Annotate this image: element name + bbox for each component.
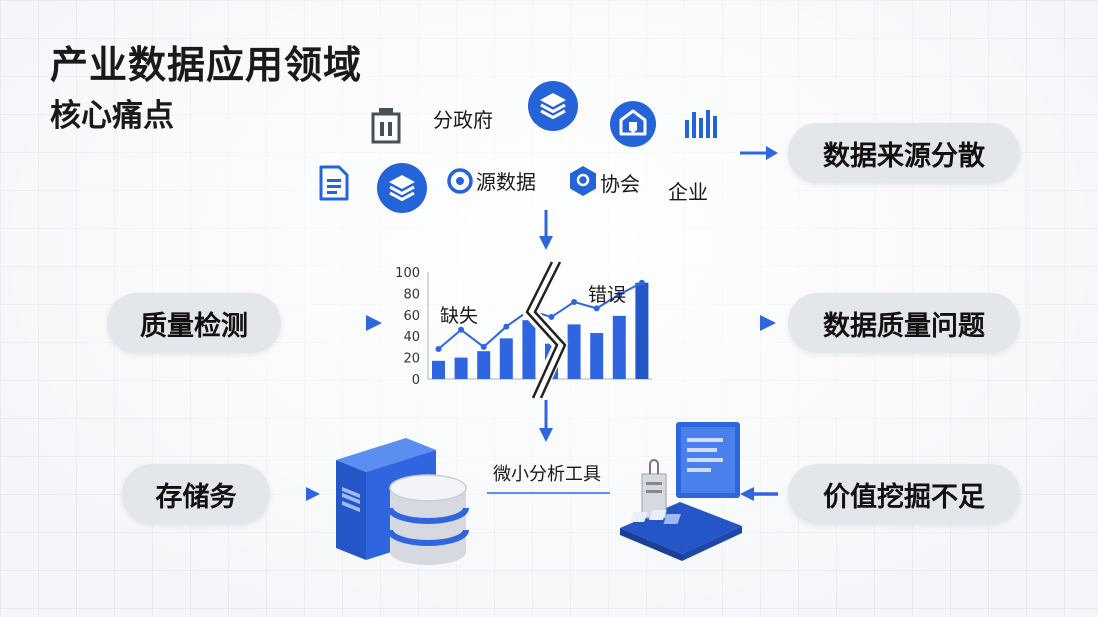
annotation-error: 错误: [588, 284, 626, 306]
pill-quality-check: 质量检测: [107, 293, 281, 353]
pill-data-dispersed: 数据来源分散: [788, 123, 1020, 183]
break-zigzag: [525, 261, 559, 399]
layers-icon: [376, 162, 428, 218]
y-tick-label: 40: [403, 330, 420, 345]
trend-point: [571, 298, 578, 305]
shield-icon: [608, 100, 658, 152]
arrow-chart-down: [539, 400, 553, 442]
trend-point: [480, 343, 487, 350]
trend-point: [458, 326, 465, 333]
arrow-sources-to-dispersed: [740, 146, 778, 160]
pill-storage: 存储务: [122, 464, 270, 524]
target-icon: [447, 168, 473, 198]
trend-point: [616, 291, 623, 298]
trend-point: [593, 305, 600, 312]
monitor-device-icon: [616, 418, 746, 567]
bar-columns-icon: [684, 110, 718, 142]
trend-point: [435, 346, 442, 353]
page-subtitle: 核心痛点: [50, 98, 174, 134]
chart-bar: [432, 360, 445, 379]
trend-point: [503, 323, 510, 330]
trend-point: [638, 279, 645, 286]
label-gov: 分政府: [433, 108, 493, 132]
label-source: 源数据: [476, 170, 536, 194]
y-tick-label: 0: [412, 373, 420, 388]
chart-bar: [635, 282, 649, 379]
break-gap: [521, 258, 569, 401]
label-analysis-tool: 微小分析工具: [493, 464, 601, 485]
y-tick-label: 100: [395, 266, 420, 281]
y-tick-label: 20: [403, 352, 420, 367]
label-enterprise: 企业: [668, 180, 708, 204]
annotation-missing: 缺失: [440, 305, 478, 327]
chart-bar: [612, 315, 626, 379]
page-title: 产业数据应用领域: [50, 43, 363, 87]
arrow-chart-to-quality-issue: [690, 315, 776, 331]
arrow-value-to-device: [740, 487, 778, 501]
trend-point: [548, 313, 555, 320]
chart-bar: [499, 338, 513, 379]
chart-bar: [522, 320, 536, 379]
break-zigzag: [533, 261, 567, 399]
chart-bar: [454, 357, 468, 379]
y-tick-label: 80: [403, 287, 420, 302]
building-icon: [370, 106, 402, 148]
y-tick-label: 60: [403, 309, 420, 324]
pill-data-quality-issue: 数据质量问题: [788, 293, 1020, 353]
chart-bar: [477, 351, 491, 379]
hexagon-icon: [568, 165, 598, 201]
chart-bar: [567, 324, 581, 379]
chart-bar: [590, 332, 604, 379]
arrow-quality-to-chart: [296, 315, 382, 331]
server-database-icon: [330, 420, 480, 574]
label-assoc: 协会: [600, 172, 640, 196]
layers-icon: [527, 80, 579, 136]
document-icon: [318, 165, 350, 205]
arrow-storage-to-server: [283, 487, 320, 501]
pill-value-mining-insufficient: 价值挖掘不足: [788, 464, 1020, 524]
arrow-sources-to-chart: [539, 210, 553, 250]
